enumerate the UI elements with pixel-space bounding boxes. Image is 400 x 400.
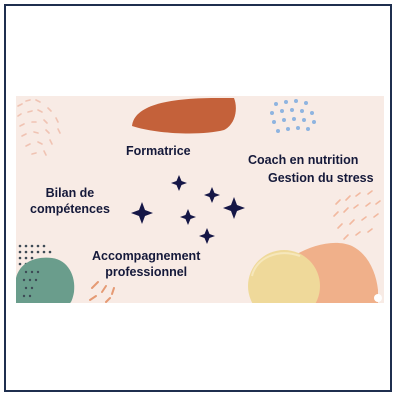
orange-dashes-bottom: [89, 281, 115, 303]
sparkle-icon: [171, 175, 187, 191]
sparkle-icon: [223, 197, 245, 219]
sparkle-icon: [131, 202, 153, 224]
label-accompagnement: Accompagnement professionnel: [92, 248, 200, 280]
sparkle-icon: [204, 187, 220, 203]
teal-blob: [16, 257, 75, 303]
label-coach-nutrition: Coach en nutrition: [248, 153, 359, 167]
label-bilan-competences: Bilan de compétences: [30, 185, 110, 217]
banner: Formatrice Coach en nutrition Gestion du…: [16, 96, 384, 303]
label-formatrice: Formatrice: [126, 144, 191, 158]
decorative-background: [16, 98, 382, 303]
label-bilan-line1: Bilan de: [45, 186, 95, 200]
rust-blob: [132, 98, 236, 134]
label-bilan-line2: compétences: [30, 202, 110, 216]
blue-dots-top-right: [270, 99, 316, 133]
yellow-circle-arc: [251, 252, 301, 277]
sparkle-icon: [199, 228, 215, 244]
yellow-circle: [248, 250, 320, 303]
pink-dashes-right: [333, 190, 381, 240]
label-gestion-stress: Gestion du stress: [268, 171, 374, 185]
label-accompagnement-line2: professionnel: [105, 265, 188, 279]
white-dot: [374, 294, 382, 302]
pink-dashes-top-left: [17, 99, 61, 156]
dark-dots-on-teal: [22, 270, 40, 298]
sparkle-icon: [180, 209, 196, 225]
label-accompagnement-line1: Accompagnement: [92, 249, 201, 263]
